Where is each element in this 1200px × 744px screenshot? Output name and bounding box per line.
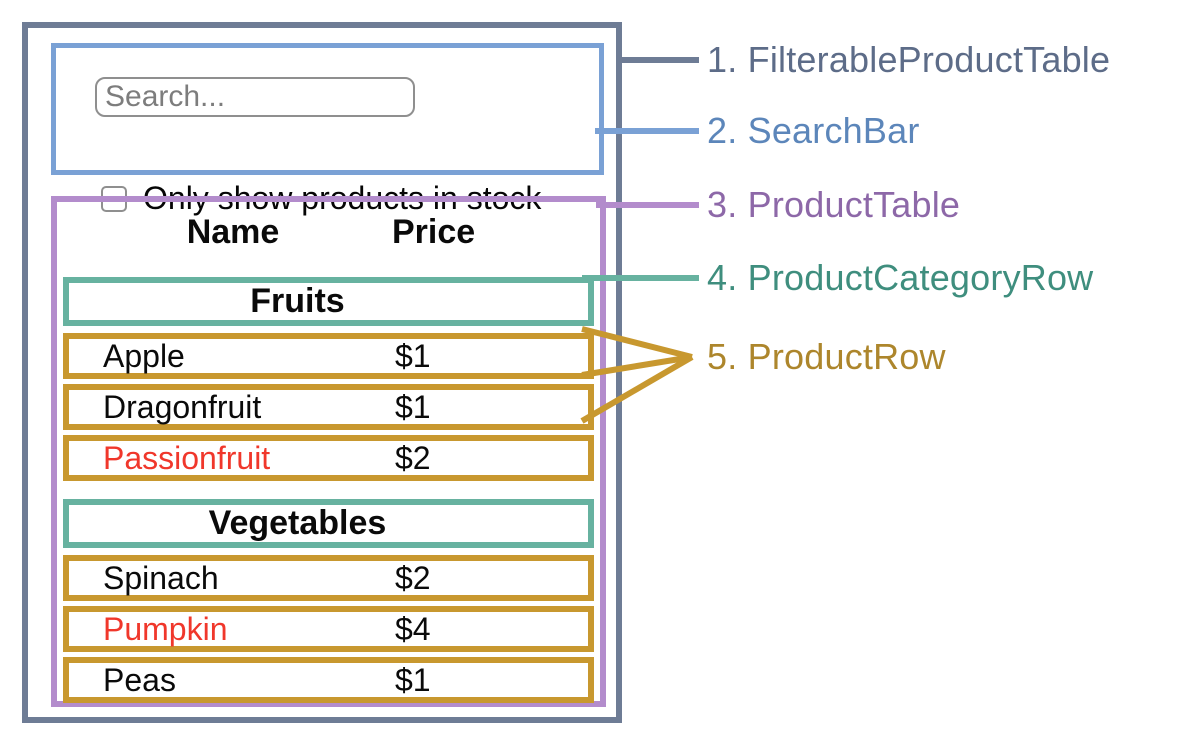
product-category-row: Fruits	[63, 277, 594, 326]
product-price: $1	[395, 388, 431, 425]
product-name: Dragonfruit	[103, 388, 262, 425]
product-price: $2	[395, 559, 431, 596]
search-bar-box: Only show products in stock	[51, 43, 604, 216]
column-header-price: Price	[392, 213, 476, 251]
legend-label-FilterableProductTable: 1. FilterableProductTable	[707, 39, 1111, 80]
product-category-row: Vegetables	[63, 499, 594, 548]
legend-label-ProductTable: 3. ProductTable	[707, 184, 961, 225]
product-row: Dragonfruit $1	[63, 384, 594, 430]
product-name: Peas	[103, 661, 176, 698]
product-price: $1	[395, 337, 431, 374]
filterable-product-table-box: Only show products in stock Name Price F…	[22, 22, 622, 723]
product-name: Spinach	[103, 559, 219, 596]
product-price: $4	[395, 610, 431, 647]
product-name: Passionfruit	[103, 439, 271, 476]
table-header-row: Name Price	[63, 214, 594, 264]
column-header-name: Name	[186, 213, 280, 251]
legend-label-SearchBar: 2. SearchBar	[707, 110, 920, 151]
product-row: Pumpkin $4	[63, 606, 594, 652]
legend-label-ProductCategoryRow: 4. ProductCategoryRow	[707, 257, 1094, 298]
product-row: Passionfruit $2	[63, 435, 594, 481]
legend-label-ProductRow: 5. ProductRow	[707, 336, 946, 377]
product-row: Apple $1	[63, 333, 594, 379]
search-input[interactable]	[95, 77, 415, 117]
product-price: $1	[395, 661, 431, 698]
product-row: Spinach $2	[63, 555, 594, 601]
product-price: $2	[395, 439, 431, 476]
product-name: Apple	[103, 337, 185, 374]
product-name: Pumpkin	[103, 610, 228, 647]
product-row: Peas $1	[63, 657, 594, 703]
